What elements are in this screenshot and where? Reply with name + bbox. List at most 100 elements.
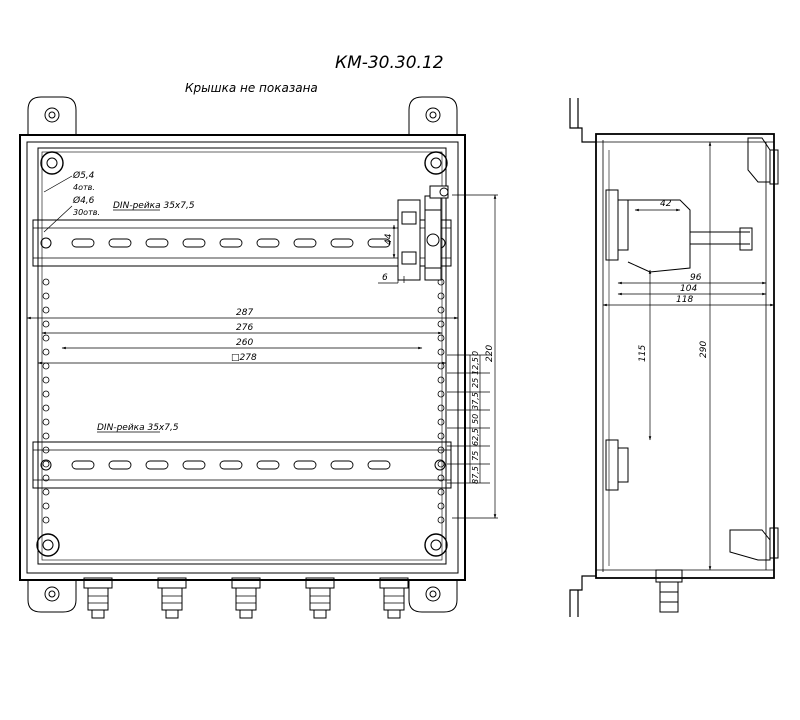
front-view: Ø5,4 4отв. Ø4,6 30отв. DIN-рейка 35х7,5 … bbox=[19, 96, 498, 619]
plate-hole bbox=[437, 376, 445, 384]
dim-50: 50 bbox=[471, 414, 480, 424]
drawing-title: КМ-30.30.12 bbox=[335, 53, 444, 73]
plate-hole bbox=[42, 474, 50, 482]
rail-slot bbox=[71, 238, 95, 248]
terminal-block bbox=[397, 185, 449, 281]
dim-6: 6 bbox=[382, 273, 388, 283]
cable-glands bbox=[83, 577, 409, 619]
plate-hole bbox=[42, 376, 50, 384]
plate-hole bbox=[437, 502, 445, 510]
din-rail-bottom-slots bbox=[40, 459, 446, 471]
dim-260: 260 bbox=[236, 338, 253, 348]
wall-bracket bbox=[569, 98, 596, 617]
dim-75: 75 bbox=[471, 451, 480, 461]
plate-hole bbox=[42, 404, 50, 412]
gland-body bbox=[383, 587, 405, 611]
dim-290: 290 bbox=[699, 341, 709, 358]
plate-hole bbox=[42, 334, 50, 342]
plate-hole bbox=[42, 516, 50, 524]
vertical-dim-chain bbox=[447, 194, 498, 519]
rail-slot bbox=[219, 238, 243, 248]
dim-44: 44 bbox=[384, 233, 394, 245]
side-din-bottom bbox=[605, 439, 629, 491]
dim-12-5: 12,5 bbox=[471, 357, 480, 375]
rail-slot bbox=[256, 460, 280, 470]
plate-hole bbox=[437, 460, 445, 468]
mounting-ear-top-left bbox=[27, 96, 77, 135]
plate-hole bbox=[42, 432, 50, 440]
rail-slot bbox=[108, 460, 132, 470]
rail-slot bbox=[182, 460, 206, 470]
side-cable-gland bbox=[655, 569, 683, 613]
hole2-diameter: Ø4,6 bbox=[72, 195, 95, 206]
plate-hole bbox=[42, 390, 50, 398]
side-view: 42 96 104 118 115 290 bbox=[569, 98, 779, 617]
din-rail-bottom bbox=[32, 441, 452, 489]
corner-boss-bottom-left bbox=[36, 533, 60, 557]
din-rail-bottom-label: DIN-рейка 35х7,5 bbox=[97, 423, 179, 433]
rail-slot bbox=[145, 238, 169, 248]
rail-end-hole bbox=[40, 459, 52, 471]
plate-hole bbox=[42, 460, 50, 468]
plate-hole bbox=[437, 488, 445, 496]
dim-115: 115 bbox=[638, 345, 648, 362]
side-dimensions bbox=[602, 141, 775, 571]
dim-87-5: 87,5 bbox=[471, 466, 480, 484]
right-hole-row bbox=[437, 278, 445, 524]
mounting-ear-top-right bbox=[408, 96, 458, 135]
latch-bottom bbox=[729, 527, 779, 561]
hole-callouts: Ø5,4 4отв. Ø4,6 30отв. DIN-рейка 35х7,5 … bbox=[43, 170, 195, 433]
plate-hole bbox=[437, 516, 445, 524]
gland-body bbox=[161, 587, 183, 611]
rail-slot bbox=[182, 238, 206, 248]
rail-slot bbox=[367, 460, 391, 470]
dim-25: 25 bbox=[471, 378, 480, 388]
plate-hole bbox=[437, 334, 445, 342]
gland-body bbox=[235, 587, 257, 611]
mounting-ear-bottom-right bbox=[408, 580, 458, 613]
gland-tip bbox=[239, 609, 253, 619]
plate-hole bbox=[42, 320, 50, 328]
plate-hole bbox=[42, 502, 50, 510]
dim-42: 42 bbox=[660, 199, 672, 209]
corner-boss-bottom-right bbox=[424, 533, 448, 557]
rail-slot bbox=[71, 460, 95, 470]
plate-hole bbox=[437, 306, 445, 314]
hole1-diameter: Ø5,4 bbox=[72, 170, 95, 181]
plate-hole bbox=[437, 292, 445, 300]
corner-boss-top-right bbox=[424, 151, 448, 175]
gland-tip bbox=[387, 609, 401, 619]
rail-slot bbox=[293, 238, 317, 248]
dim-287: 287 bbox=[236, 308, 253, 318]
plate-hole bbox=[42, 306, 50, 314]
drawing-subtitle: Крышка не показана bbox=[185, 81, 318, 95]
plate-hole bbox=[42, 362, 50, 370]
rail-end-hole bbox=[40, 237, 52, 249]
rail-slot bbox=[293, 460, 317, 470]
rail-slot bbox=[330, 238, 354, 248]
plate-hole bbox=[437, 362, 445, 370]
rail-slot bbox=[367, 238, 391, 248]
plate-hole bbox=[437, 432, 445, 440]
dim-62-5: 62,5 bbox=[471, 428, 480, 446]
side-body-outer bbox=[595, 133, 775, 579]
gland-tip bbox=[91, 609, 105, 619]
rail-slot bbox=[330, 460, 354, 470]
dim-276: 276 bbox=[236, 323, 253, 333]
dim-278: □278 bbox=[231, 353, 257, 363]
rail-slot bbox=[108, 238, 132, 248]
plate-hole bbox=[437, 348, 445, 356]
plate-hole bbox=[42, 418, 50, 426]
gland-tip bbox=[165, 609, 179, 619]
corner-boss-top-left bbox=[40, 151, 64, 175]
enclosure-inner bbox=[26, 141, 459, 574]
plate-hole bbox=[437, 390, 445, 398]
rail-slot bbox=[145, 460, 169, 470]
left-hole-row bbox=[42, 278, 50, 524]
mounting-ear-bottom-left bbox=[27, 580, 77, 613]
plate-hole bbox=[437, 404, 445, 412]
dim-37-5: 37,5 bbox=[471, 392, 480, 410]
horizontal-dimensions bbox=[26, 316, 459, 365]
gland-body bbox=[87, 587, 109, 611]
dim-118: 118 bbox=[676, 295, 693, 305]
